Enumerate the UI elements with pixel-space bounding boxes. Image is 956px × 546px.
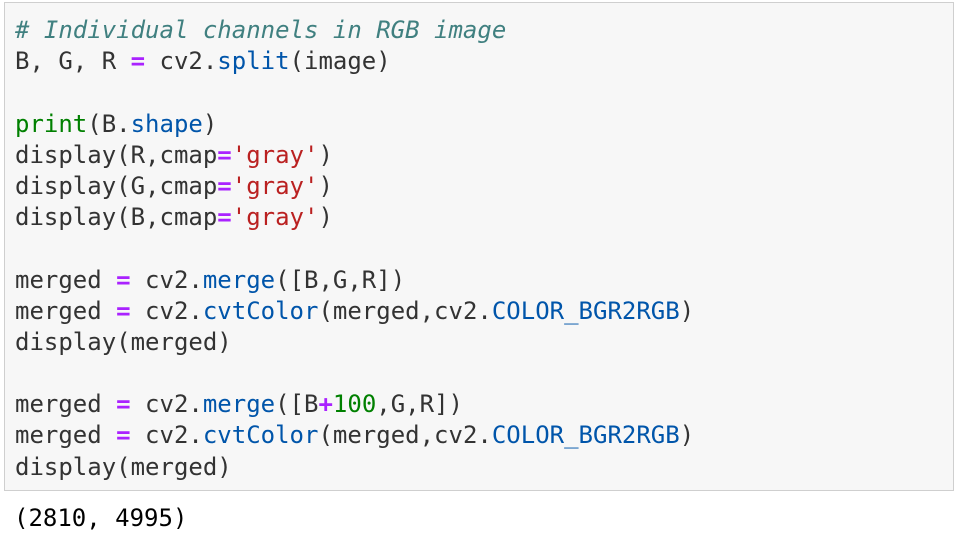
- code-line: [15, 233, 694, 264]
- code-token: (merged,cv2.: [318, 421, 492, 450]
- code-token: =: [116, 421, 131, 450]
- code-line: # Individual channels in RGB image: [15, 15, 694, 46]
- code-line: merged = cv2.cvtColor(merged,cv2.COLOR_B…: [15, 296, 694, 327]
- code-token: cvtColor: [202, 296, 319, 325]
- code-token: cv2.: [130, 296, 203, 325]
- code-token: ([B,G,R]): [275, 265, 406, 294]
- code-token: =: [116, 265, 131, 294]
- code-token: 100: [332, 390, 377, 419]
- code-token: cv2.: [130, 421, 203, 450]
- code-token: merge: [202, 265, 276, 294]
- code-line: B, G, R = cv2.split(image): [15, 46, 694, 77]
- code-line: [15, 77, 694, 108]
- code-token: =: [217, 203, 232, 232]
- code-token: # Individual channels in RGB image: [15, 16, 507, 44]
- code-token: +: [318, 390, 333, 419]
- code-token: cv2.: [130, 390, 203, 419]
- code-token: display(merged): [15, 452, 232, 481]
- code-token: (merged,cv2.: [318, 296, 492, 325]
- code-token: (B.: [87, 109, 131, 138]
- code-token: COLOR_BGR2RGB: [491, 421, 680, 450]
- code-token: ): [679, 421, 695, 450]
- code-line: print(B.shape): [15, 109, 694, 140]
- code-line: merged = cv2.merge([B,G,R]): [15, 265, 694, 296]
- code-token: cv2.: [145, 47, 218, 76]
- code-token: =: [116, 296, 131, 325]
- code-line: [15, 358, 694, 389]
- code-token: print: [15, 109, 88, 138]
- code-token: merged: [15, 265, 117, 294]
- code-token: 'gray': [231, 203, 319, 232]
- code-token: merge: [202, 390, 276, 419]
- cell-output: (2810, 4995): [14, 504, 188, 532]
- code-token: =: [116, 390, 131, 419]
- code-token: ([B: [275, 390, 319, 419]
- code-token: 'gray': [231, 171, 319, 200]
- code-line: merged = cv2.merge([B+100,G,R]): [15, 389, 694, 420]
- code-token: merged: [15, 421, 117, 450]
- code-token: display(G,cmap: [15, 171, 218, 200]
- code-token: cv2.: [130, 265, 203, 294]
- code-token: 'gray': [231, 140, 319, 169]
- code-line: display(merged): [15, 452, 694, 483]
- code-token: merged: [15, 390, 117, 419]
- code-token: merged: [15, 296, 117, 325]
- code-token: ): [318, 171, 333, 200]
- code-token: =: [217, 140, 232, 169]
- code-token: ): [318, 140, 333, 169]
- code-token: cvtColor: [202, 421, 319, 450]
- code-line: display(R,cmap='gray'): [15, 140, 694, 171]
- code-line: merged = cv2.cvtColor(merged,cv2.COLOR_B…: [15, 420, 694, 451]
- code-token: split: [217, 47, 290, 76]
- code-token: display(merged): [15, 327, 232, 356]
- code-token: =: [217, 171, 232, 200]
- code-token: display(B,cmap: [15, 203, 218, 232]
- code-token: COLOR_BGR2RGB: [491, 296, 680, 325]
- code-token: ,G,R]): [376, 390, 463, 419]
- code-line: display(merged): [15, 327, 694, 358]
- code-token: (image): [289, 47, 391, 76]
- code-line: display(G,cmap='gray'): [15, 171, 694, 202]
- code-token: ): [318, 203, 333, 232]
- code-token: ): [202, 109, 218, 138]
- code-token: shape: [130, 109, 203, 138]
- code-line: display(B,cmap='gray'): [15, 202, 694, 233]
- code-token: B, G, R: [15, 47, 131, 76]
- code-token: display(R,cmap: [15, 140, 218, 169]
- code-token: =: [130, 47, 146, 76]
- code-token: ): [679, 296, 695, 325]
